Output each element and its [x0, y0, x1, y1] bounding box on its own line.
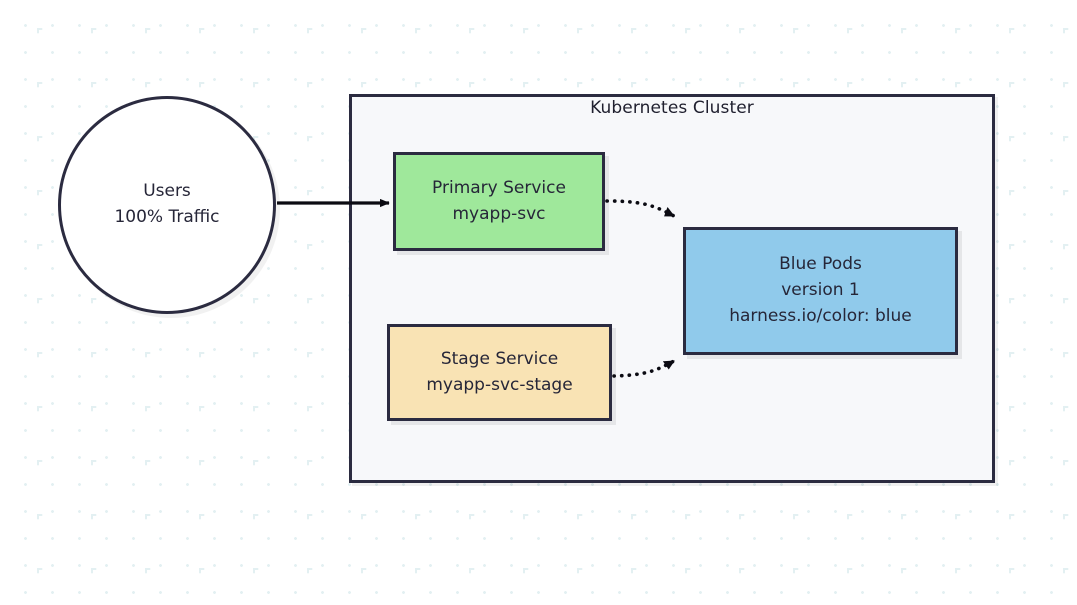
kubernetes-cluster-title: Kubernetes Cluster [590, 98, 754, 118]
users-node[interactable] [58, 96, 276, 314]
primary-service-node[interactable] [393, 152, 605, 251]
blue-pods-node[interactable] [683, 227, 958, 355]
stage-service-node[interactable] [387, 324, 612, 421]
